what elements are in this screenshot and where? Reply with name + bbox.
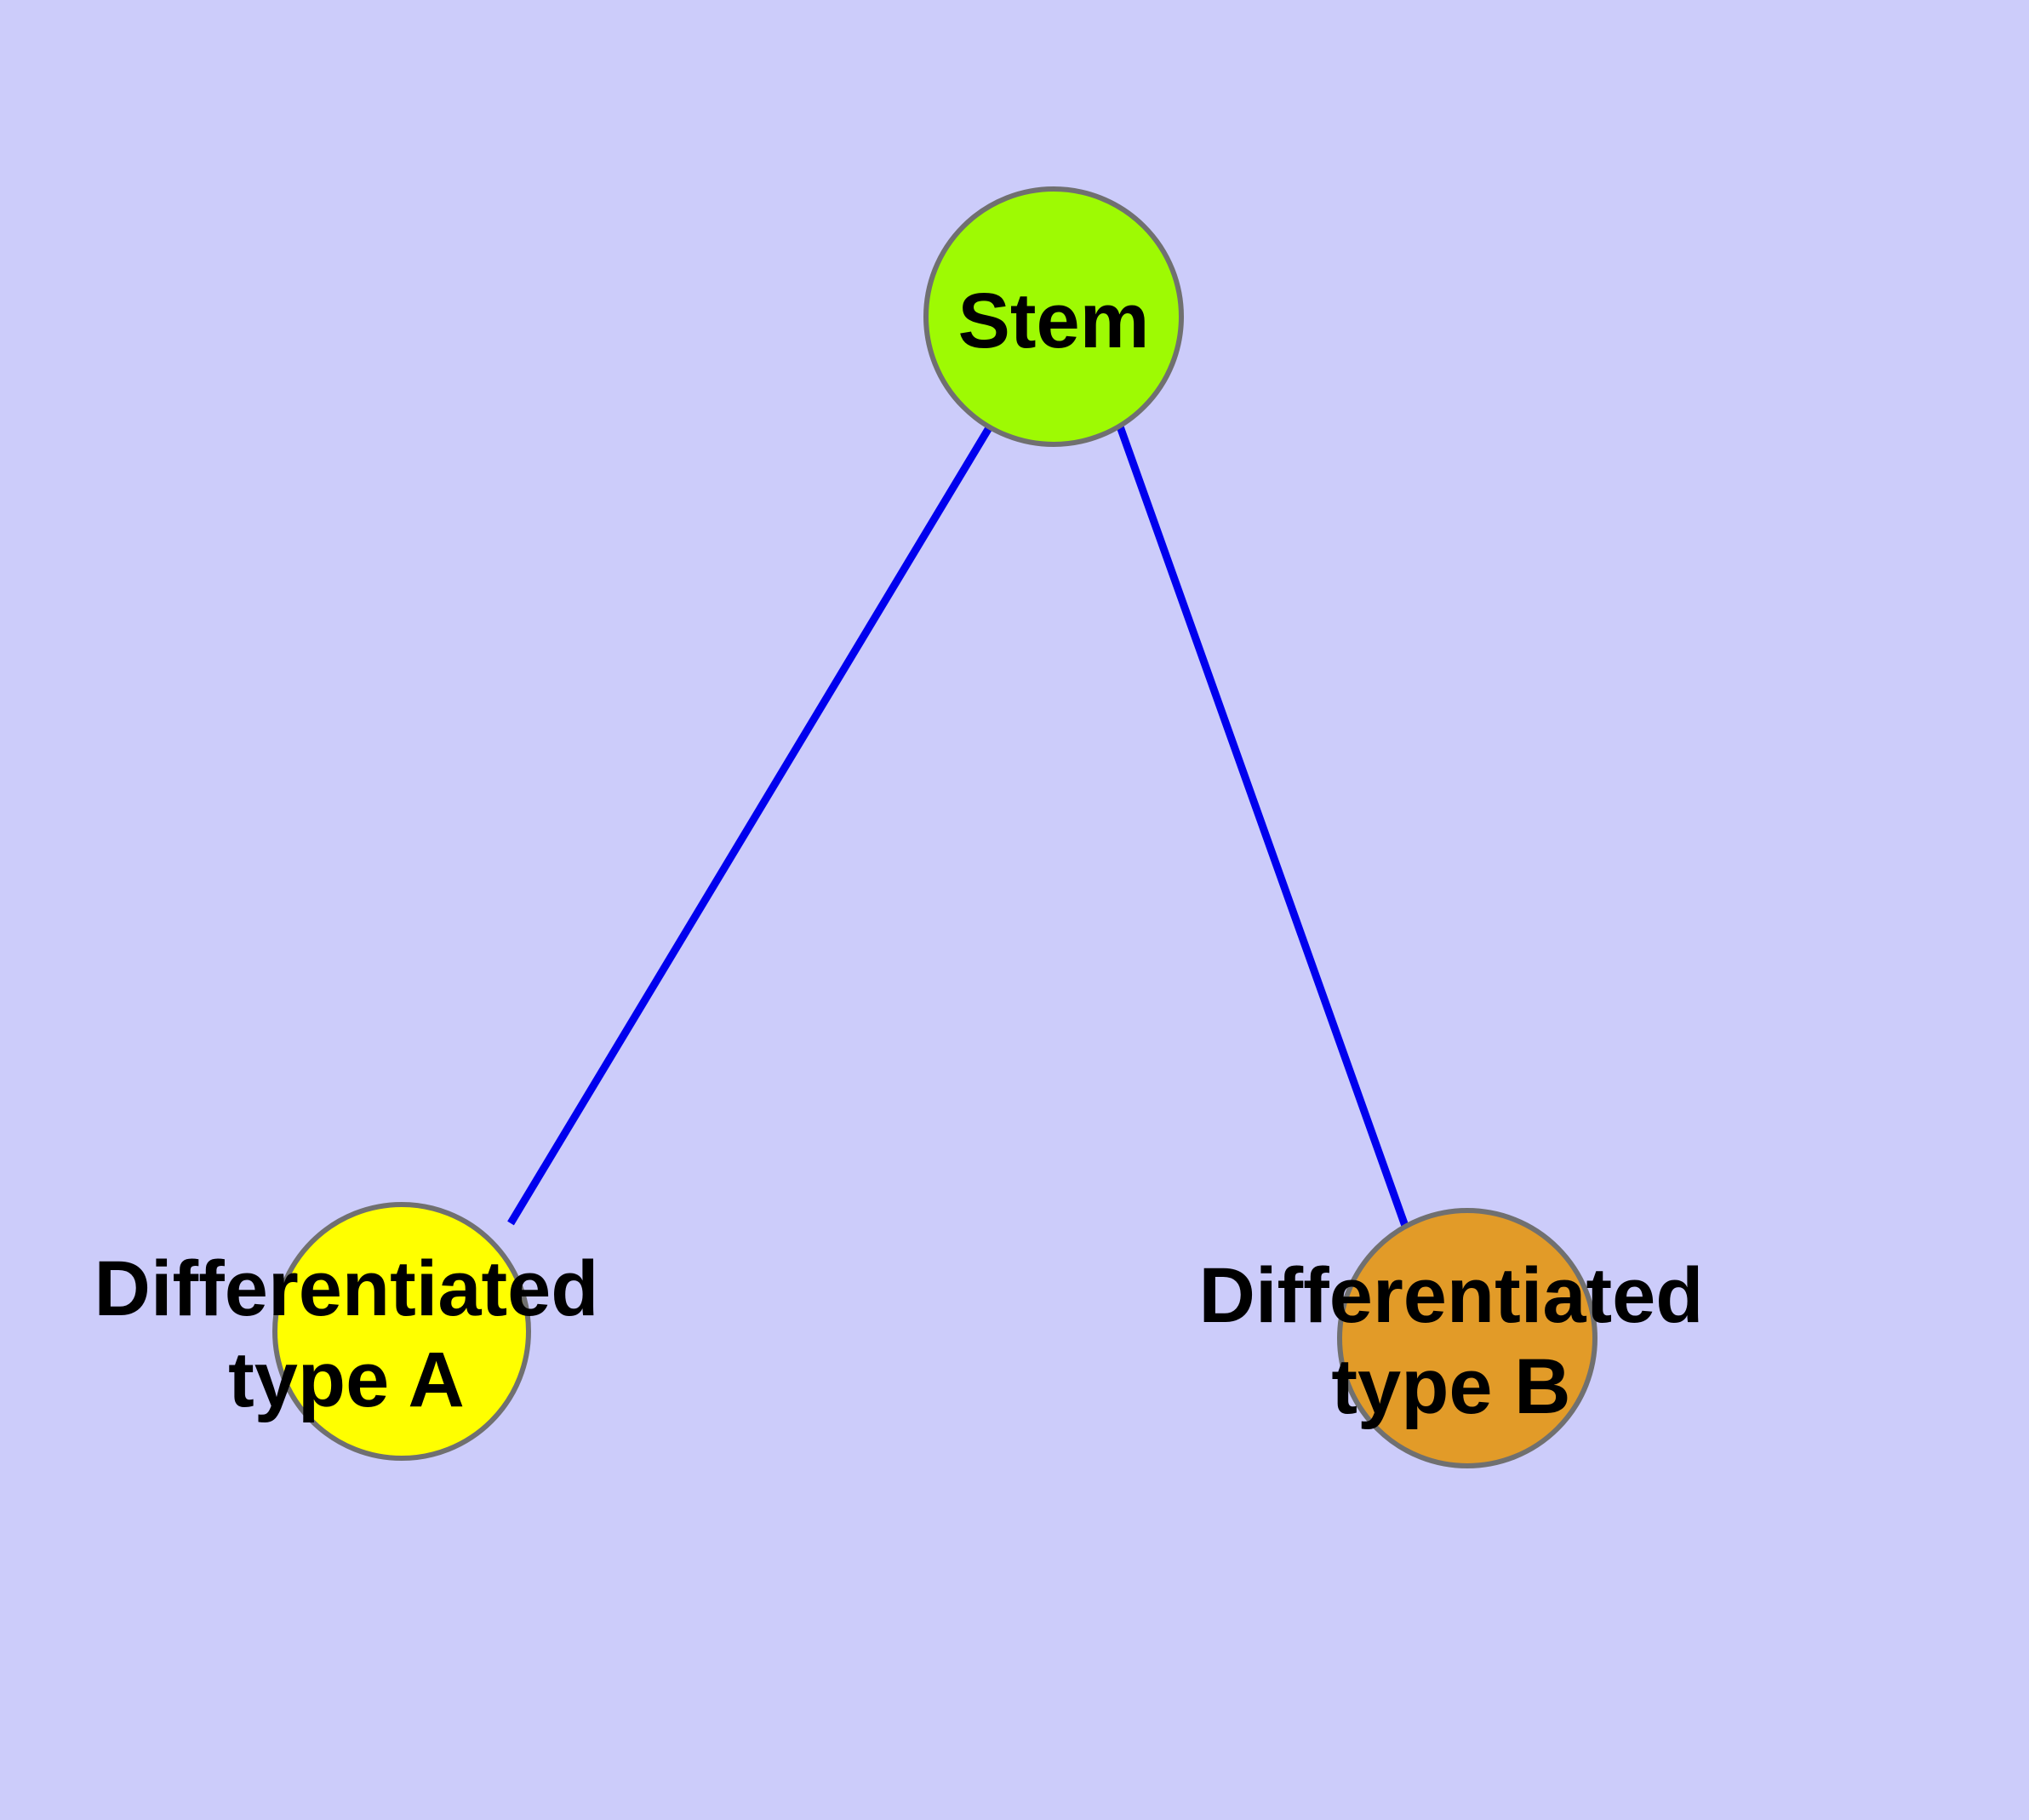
node-label-line: Stem: [958, 278, 1150, 364]
node-label-line: type B: [1331, 1343, 1570, 1430]
graph-edge-stem-to-diff-b: [1116, 425, 1410, 1230]
edges-layer: [507, 424, 1410, 1230]
graph-edge-stem-to-diff-a: [507, 424, 993, 1226]
graph-node-stem[interactable]: [923, 186, 1184, 447]
graph-node-diff_a[interactable]: [272, 1202, 531, 1461]
node-label-line: type A: [228, 1336, 465, 1423]
nodes-layer: [272, 186, 1597, 1468]
graph-node-diff_b[interactable]: [1337, 1208, 1597, 1468]
node-label-line: Differentiated: [94, 1245, 599, 1332]
node-label-stem: Stem: [958, 278, 1150, 364]
node-label-line: Differentiated: [1199, 1252, 1704, 1339]
